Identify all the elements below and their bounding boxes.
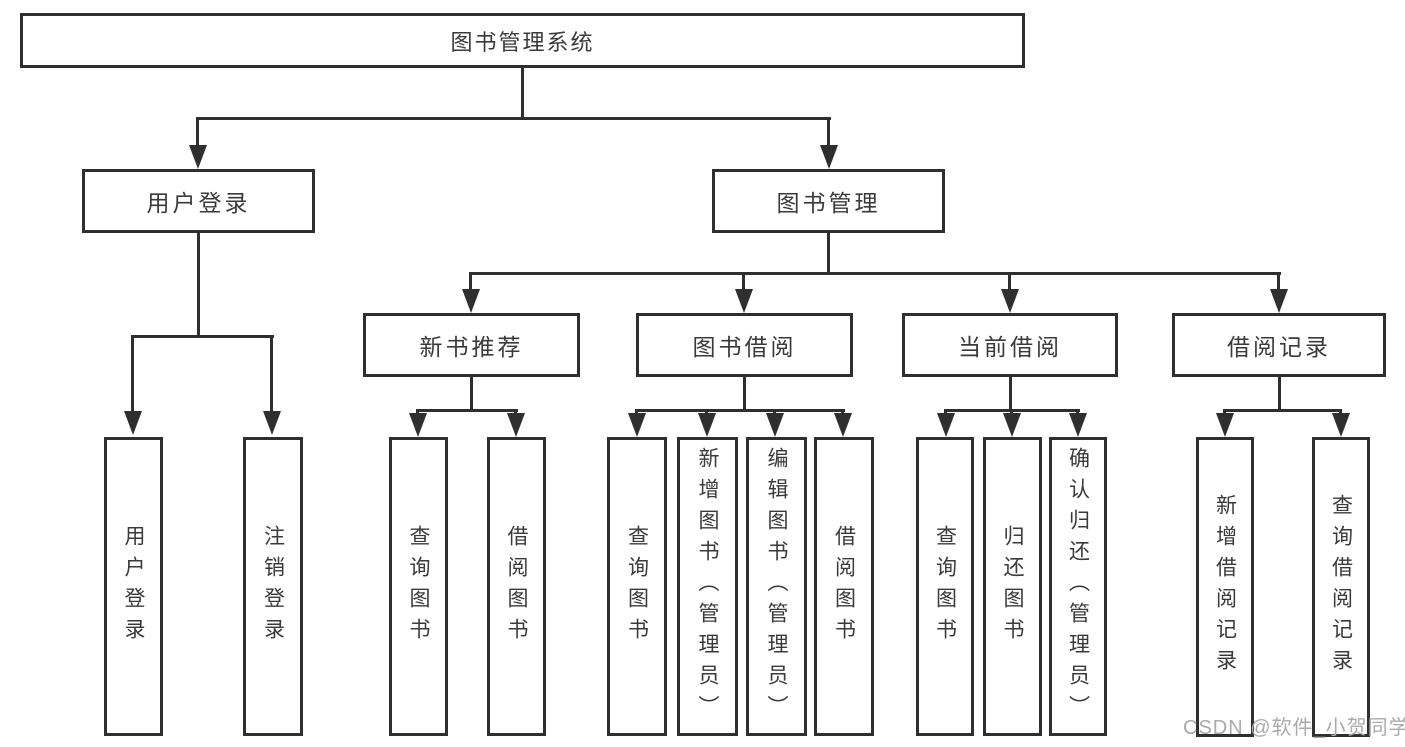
arrow-down-icon bbox=[189, 117, 207, 169]
connector-line bbox=[131, 335, 274, 338]
arrow-down-icon bbox=[1270, 272, 1288, 313]
node-label: 新增借阅记录 bbox=[1213, 494, 1237, 680]
node-library-management-system: 图书管理系统 bbox=[20, 13, 1025, 68]
arrow-down-icon bbox=[1332, 409, 1350, 437]
node-label: 新增图书（管理员） bbox=[696, 447, 719, 726]
node-current-borrow: 当前借阅 bbox=[902, 313, 1118, 377]
leaf-query-books-current: 查询图书 bbox=[916, 437, 974, 736]
arrow-down-icon bbox=[507, 409, 525, 437]
connector-line bbox=[636, 409, 845, 412]
leaf-add-books-admin: 新增图书（管理员） bbox=[677, 437, 738, 736]
node-label: 借阅图书 bbox=[505, 524, 528, 649]
node-label: 查询图书 bbox=[625, 524, 649, 649]
node-label: 查询借阅记录 bbox=[1329, 494, 1353, 680]
arrow-down-icon bbox=[628, 409, 646, 437]
arrow-down-icon bbox=[766, 409, 784, 437]
node-user-login: 用户登录 bbox=[82, 169, 315, 233]
connector-line bbox=[470, 272, 1281, 275]
node-book-management: 图书管理 bbox=[712, 169, 945, 233]
arrow-down-icon bbox=[1003, 409, 1021, 437]
connector-line bbox=[1009, 377, 1012, 409]
arrow-down-icon bbox=[820, 117, 838, 169]
arrow-down-icon bbox=[937, 409, 955, 437]
connector-line bbox=[1224, 409, 1342, 412]
node-label: 确认归还（管理员） bbox=[1066, 447, 1090, 726]
arrow-down-icon bbox=[698, 409, 716, 437]
leaf-add-borrow-record: 新增借阅记录 bbox=[1196, 437, 1254, 737]
node-label: 图书管理 bbox=[776, 190, 881, 216]
node-label: 查询图书 bbox=[407, 524, 430, 649]
node-label: 查询图书 bbox=[933, 524, 957, 649]
arrow-down-icon bbox=[263, 335, 281, 435]
node-label: 新书推荐 bbox=[419, 334, 524, 360]
arrow-down-icon bbox=[462, 272, 480, 313]
node-new-book-recommend: 新书推荐 bbox=[363, 313, 580, 377]
node-label: 图书管理系统 bbox=[450, 29, 595, 55]
node-label: 归还图书 bbox=[1001, 524, 1024, 649]
leaf-return-books: 归还图书 bbox=[983, 437, 1042, 736]
connector-line bbox=[417, 409, 518, 412]
leaf-edit-books-admin: 编辑图书（管理员） bbox=[746, 437, 807, 736]
node-label: 当前借阅 bbox=[958, 334, 1062, 360]
node-label: 图书借阅 bbox=[692, 334, 797, 360]
csdn-watermark: CSDN @软件_小贺同学 bbox=[1183, 717, 1405, 739]
node-borrow-record: 借阅记录 bbox=[1172, 313, 1386, 377]
connector-line bbox=[197, 233, 200, 335]
leaf-query-books: 查询图书 bbox=[607, 437, 667, 736]
arrow-down-icon bbox=[735, 272, 753, 313]
node-label: 借阅图书 bbox=[832, 524, 856, 649]
leaf-borrow-books-recommend: 借阅图书 bbox=[487, 437, 546, 736]
leaf-borrow-books: 借阅图书 bbox=[814, 437, 874, 736]
node-label: 用户登录 bbox=[122, 524, 145, 649]
arrow-down-icon bbox=[834, 409, 852, 437]
node-label: 编辑图书（管理员） bbox=[765, 447, 788, 726]
node-book-borrow: 图书借阅 bbox=[636, 313, 853, 377]
arrow-down-icon bbox=[1216, 409, 1234, 437]
leaf-confirm-return-admin: 确认归还（管理员） bbox=[1049, 437, 1107, 736]
leaf-query-borrow-record: 查询借阅记录 bbox=[1312, 437, 1370, 737]
connector-line bbox=[743, 377, 746, 409]
leaf-user-login: 用户登录 bbox=[104, 437, 163, 736]
node-label: 注销登录 bbox=[261, 524, 285, 649]
connector-line bbox=[470, 377, 473, 409]
connector-line bbox=[196, 117, 831, 120]
arrow-down-icon bbox=[1001, 272, 1019, 313]
arrow-down-icon bbox=[1069, 409, 1087, 437]
connector-line bbox=[1278, 377, 1281, 409]
arrow-down-icon bbox=[409, 409, 427, 437]
arrow-down-icon bbox=[124, 335, 142, 435]
node-label: 用户登录 bbox=[146, 190, 251, 216]
node-label: 借阅记录 bbox=[1227, 334, 1331, 360]
connector-line bbox=[827, 233, 830, 272]
leaf-logout: 注销登录 bbox=[243, 437, 303, 736]
connector-line bbox=[521, 68, 524, 117]
leaf-query-books-recommend: 查询图书 bbox=[389, 437, 448, 736]
